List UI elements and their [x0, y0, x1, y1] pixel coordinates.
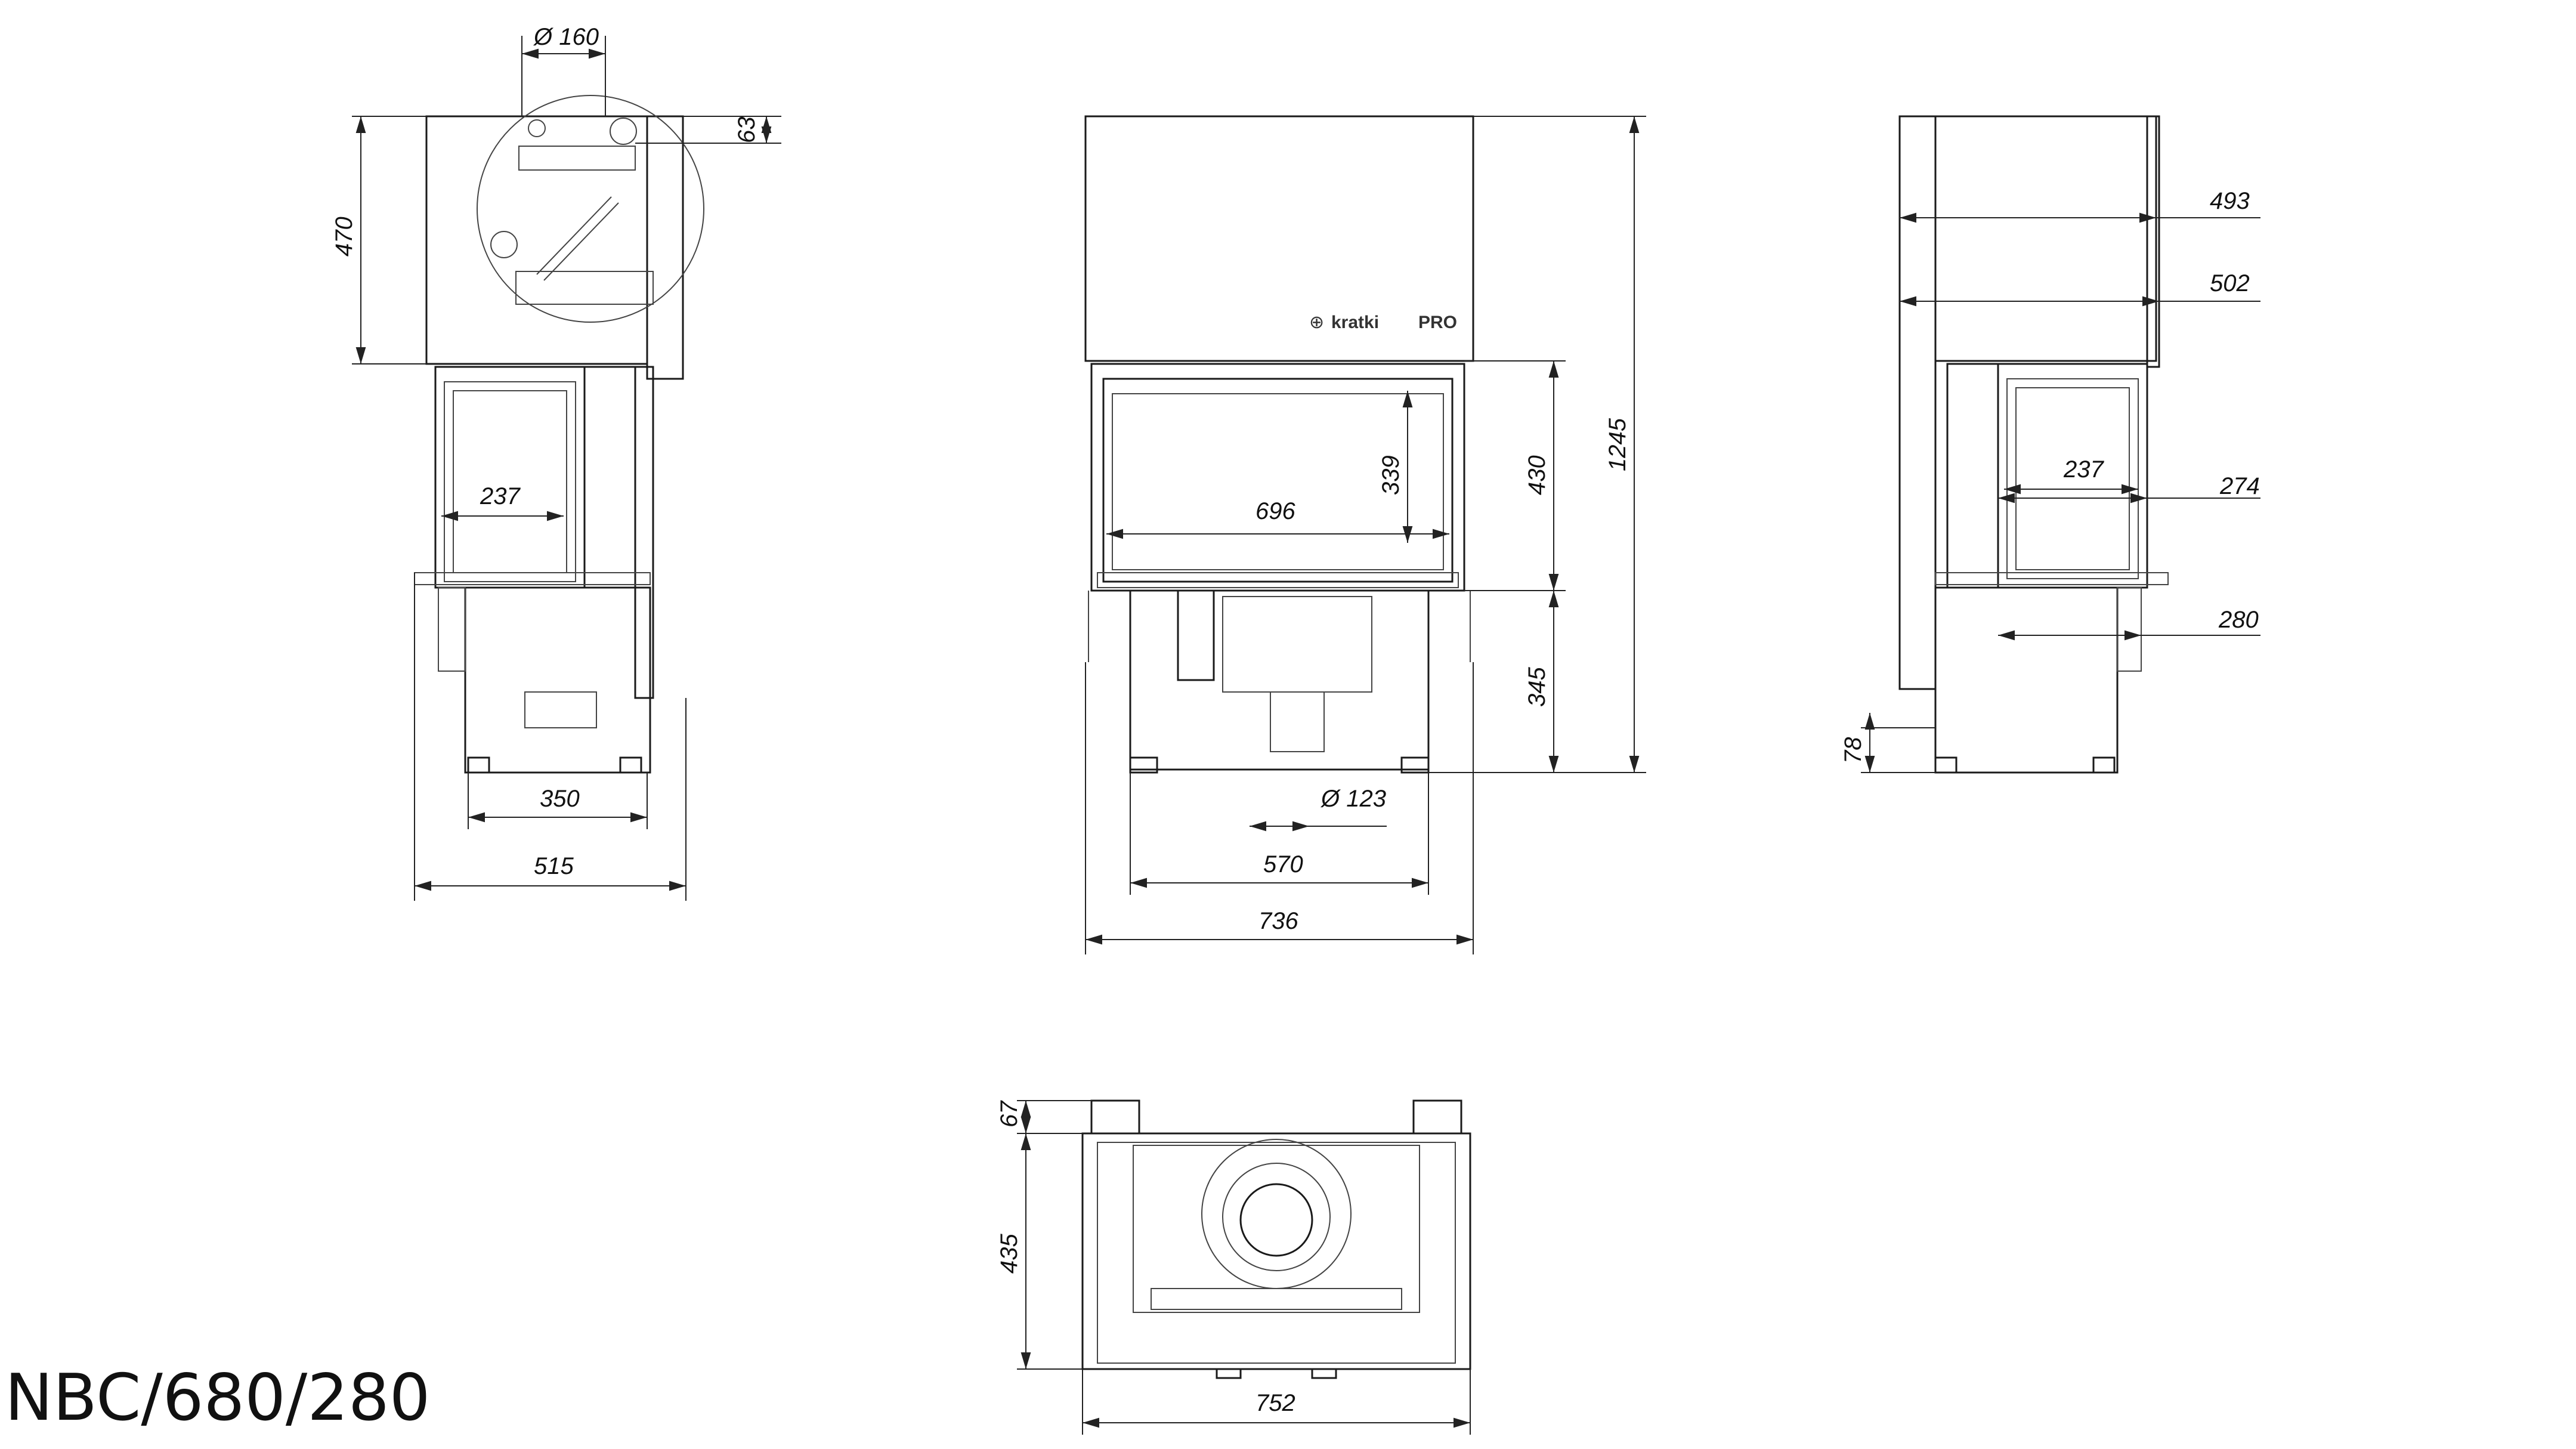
dim-280-label: 280	[2218, 607, 2259, 633]
dim-274-label: 274	[2219, 473, 2260, 499]
model-title: NBC/680/280	[5, 1361, 430, 1435]
dim-696-label: 696	[1255, 498, 1295, 524]
dim-339-label: 339	[1378, 455, 1404, 495]
brand-mark-icon: ⊕	[1309, 312, 1324, 333]
right-side-view: 493 502 237 274 280 78	[1840, 115, 2260, 774]
dim-752-label: 752	[1255, 1390, 1295, 1416]
air-diameter-label: Ø 123	[1320, 786, 1386, 812]
top-view: 67 435 752	[996, 1099, 1471, 1435]
brand-name: kratki	[1331, 313, 1379, 332]
dim-570-label: 570	[1263, 851, 1303, 878]
dim-345-label: 345	[1524, 667, 1550, 707]
left-side-view: Ø 160 63 470 237 350 515	[331, 24, 781, 901]
dim-435-label: 435	[996, 1234, 1022, 1274]
dim-67-label: 67	[996, 1100, 1022, 1127]
brand-logo: ⊕ kratki PRO	[1309, 312, 1457, 333]
dim-63-label: 63	[734, 117, 760, 144]
brand-suffix: PRO	[1418, 313, 1457, 332]
dim-515-label: 515	[534, 853, 574, 879]
dim-1245-label: 1245	[1604, 418, 1631, 471]
dim-237-right-label: 237	[2063, 456, 2104, 483]
flue-diameter-label: Ø 160	[533, 24, 599, 50]
dim-237-left-label: 237	[480, 483, 521, 509]
dim-350-label: 350	[540, 786, 580, 812]
dim-470-label: 470	[331, 217, 357, 257]
front-view: ⊕ kratki PRO 339 696 430 1245	[1084, 115, 1646, 954]
dim-78-label: 78	[1840, 737, 1866, 764]
dim-736-label: 736	[1258, 908, 1298, 934]
dim-493-label: 493	[2210, 188, 2250, 214]
dim-430-label: 430	[1524, 455, 1550, 495]
dim-502-label: 502	[2210, 270, 2250, 296]
